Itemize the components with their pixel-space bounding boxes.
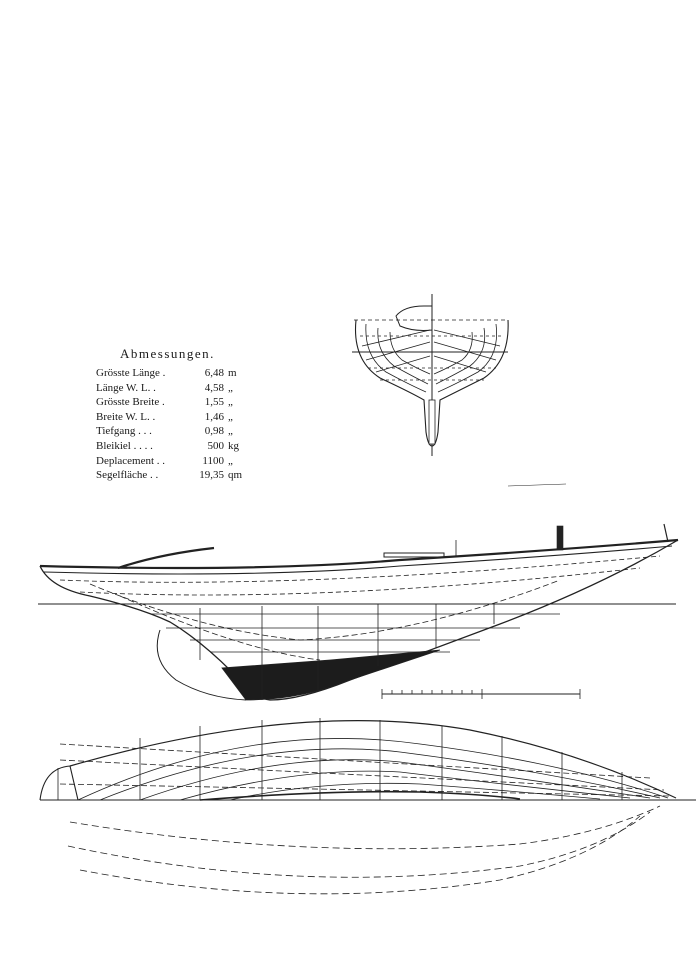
dimension-unit: „ <box>228 425 233 438</box>
dimension-row: Tiefgang . . . 0,98 „ <box>96 424 256 439</box>
dimension-unit: qm <box>228 469 243 482</box>
dimension-value: 1,55 <box>204 396 224 409</box>
dimension-unit: kg <box>228 439 239 452</box>
dimension-value: 6,48 <box>204 367 224 379</box>
dimension-label: Länge W. L. . <box>96 381 156 394</box>
dimension-label: Segelfläche . . <box>96 469 159 482</box>
dimensions-title: Abmessungen. <box>120 346 215 361</box>
dimension-value: 4,58 <box>204 381 224 394</box>
half-breadth-plan <box>39 718 696 895</box>
scale-bar <box>381 689 581 699</box>
sheer-plan <box>38 483 679 701</box>
dimension-unit: „ <box>228 454 233 467</box>
dimension-row: Segelfläche . . 19,35 qm <box>96 468 256 483</box>
dimension-row: Grösste Breite . 1,55 „ <box>96 395 256 410</box>
dimension-unit: „ <box>228 381 233 394</box>
dimension-row: Breite W. L. . 1,46 „ <box>96 410 256 425</box>
dimension-unit: m <box>228 367 237 379</box>
dimension-unit: „ <box>228 410 233 423</box>
dimension-row: Deplacement . . 1100 „ <box>96 454 256 469</box>
body-plan <box>352 294 509 456</box>
dimension-value: 1100 <box>202 454 224 467</box>
dimension-label: Breite W. L. . <box>96 410 156 423</box>
dimension-label: Grösste Länge . <box>96 367 166 379</box>
dimension-label: Tiefgang . . . <box>96 425 152 438</box>
dimension-value: 19,35 <box>199 469 224 482</box>
dimension-unit: „ <box>228 396 233 409</box>
dimension-value: 1,46 <box>204 410 224 423</box>
dimension-label: Deplacement . . <box>96 454 166 467</box>
dimension-row: Grösste Länge . 6,48 m <box>96 366 256 381</box>
dimension-label: Grösste Breite . <box>96 396 165 409</box>
dimension-value: 0,98 <box>204 425 224 438</box>
dimension-row: Länge W. L. . 4,58 „ <box>96 381 256 396</box>
dimension-label: Bleikiel . . . . <box>96 439 153 452</box>
dimension-value: 500 <box>207 439 225 452</box>
